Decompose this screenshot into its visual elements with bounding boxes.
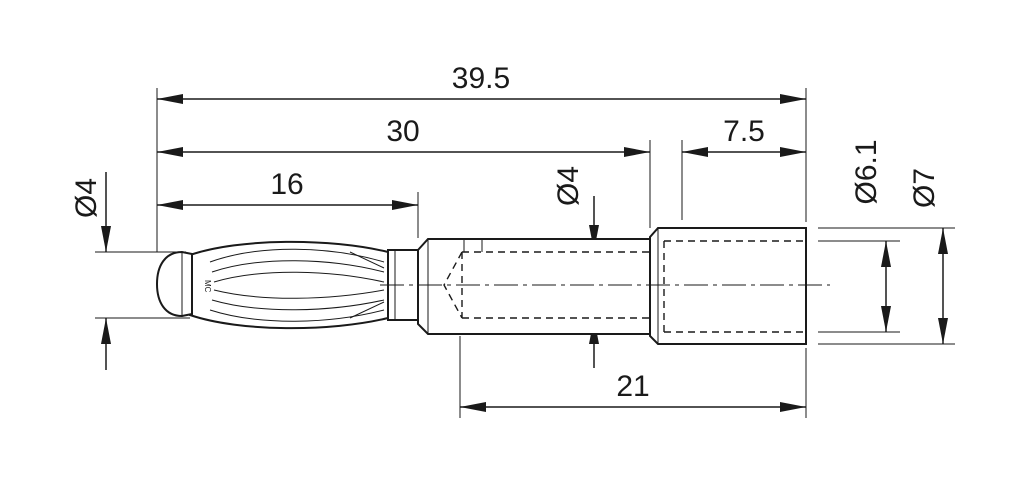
manufacturer-marking: MC [203,280,212,293]
dimension-line-16: 16 [157,168,418,210]
dimension-line-7-5: 7.5 [682,115,806,157]
dimension-sleeve-outer-diameter: Ø7 [908,168,948,344]
sleeve-body [649,227,807,345]
banana-plug-part: MC [155,227,807,345]
dimension-sleeve-inner-diameter: Ø6.1 [850,139,891,332]
dimension-line-39-5: 39.5 [157,62,806,104]
sleeve-inner-diameter-label: Ø6.1 [850,139,883,204]
sleeve-length-label: 7.5 [723,115,765,148]
threaded-shaft [417,238,651,335]
plug-length-label: 16 [270,168,303,201]
thread-length-label: 21 [616,370,649,403]
overall-length-label: 39.5 [452,62,510,95]
dimension-plug-diameter: Ø4 [70,172,111,370]
sleeve-outer-diameter-label: Ø7 [908,168,941,208]
dimension-line-30: 30 [157,115,650,157]
hidden-bore [443,240,804,333]
bore-diameter-label: Ø4 [552,166,585,206]
plug-tip [155,250,193,318]
plug-diameter-label: Ø4 [70,178,103,218]
dimension-line-21: 21 [460,370,806,412]
plug-to-sleeve-length-label: 30 [386,115,419,148]
